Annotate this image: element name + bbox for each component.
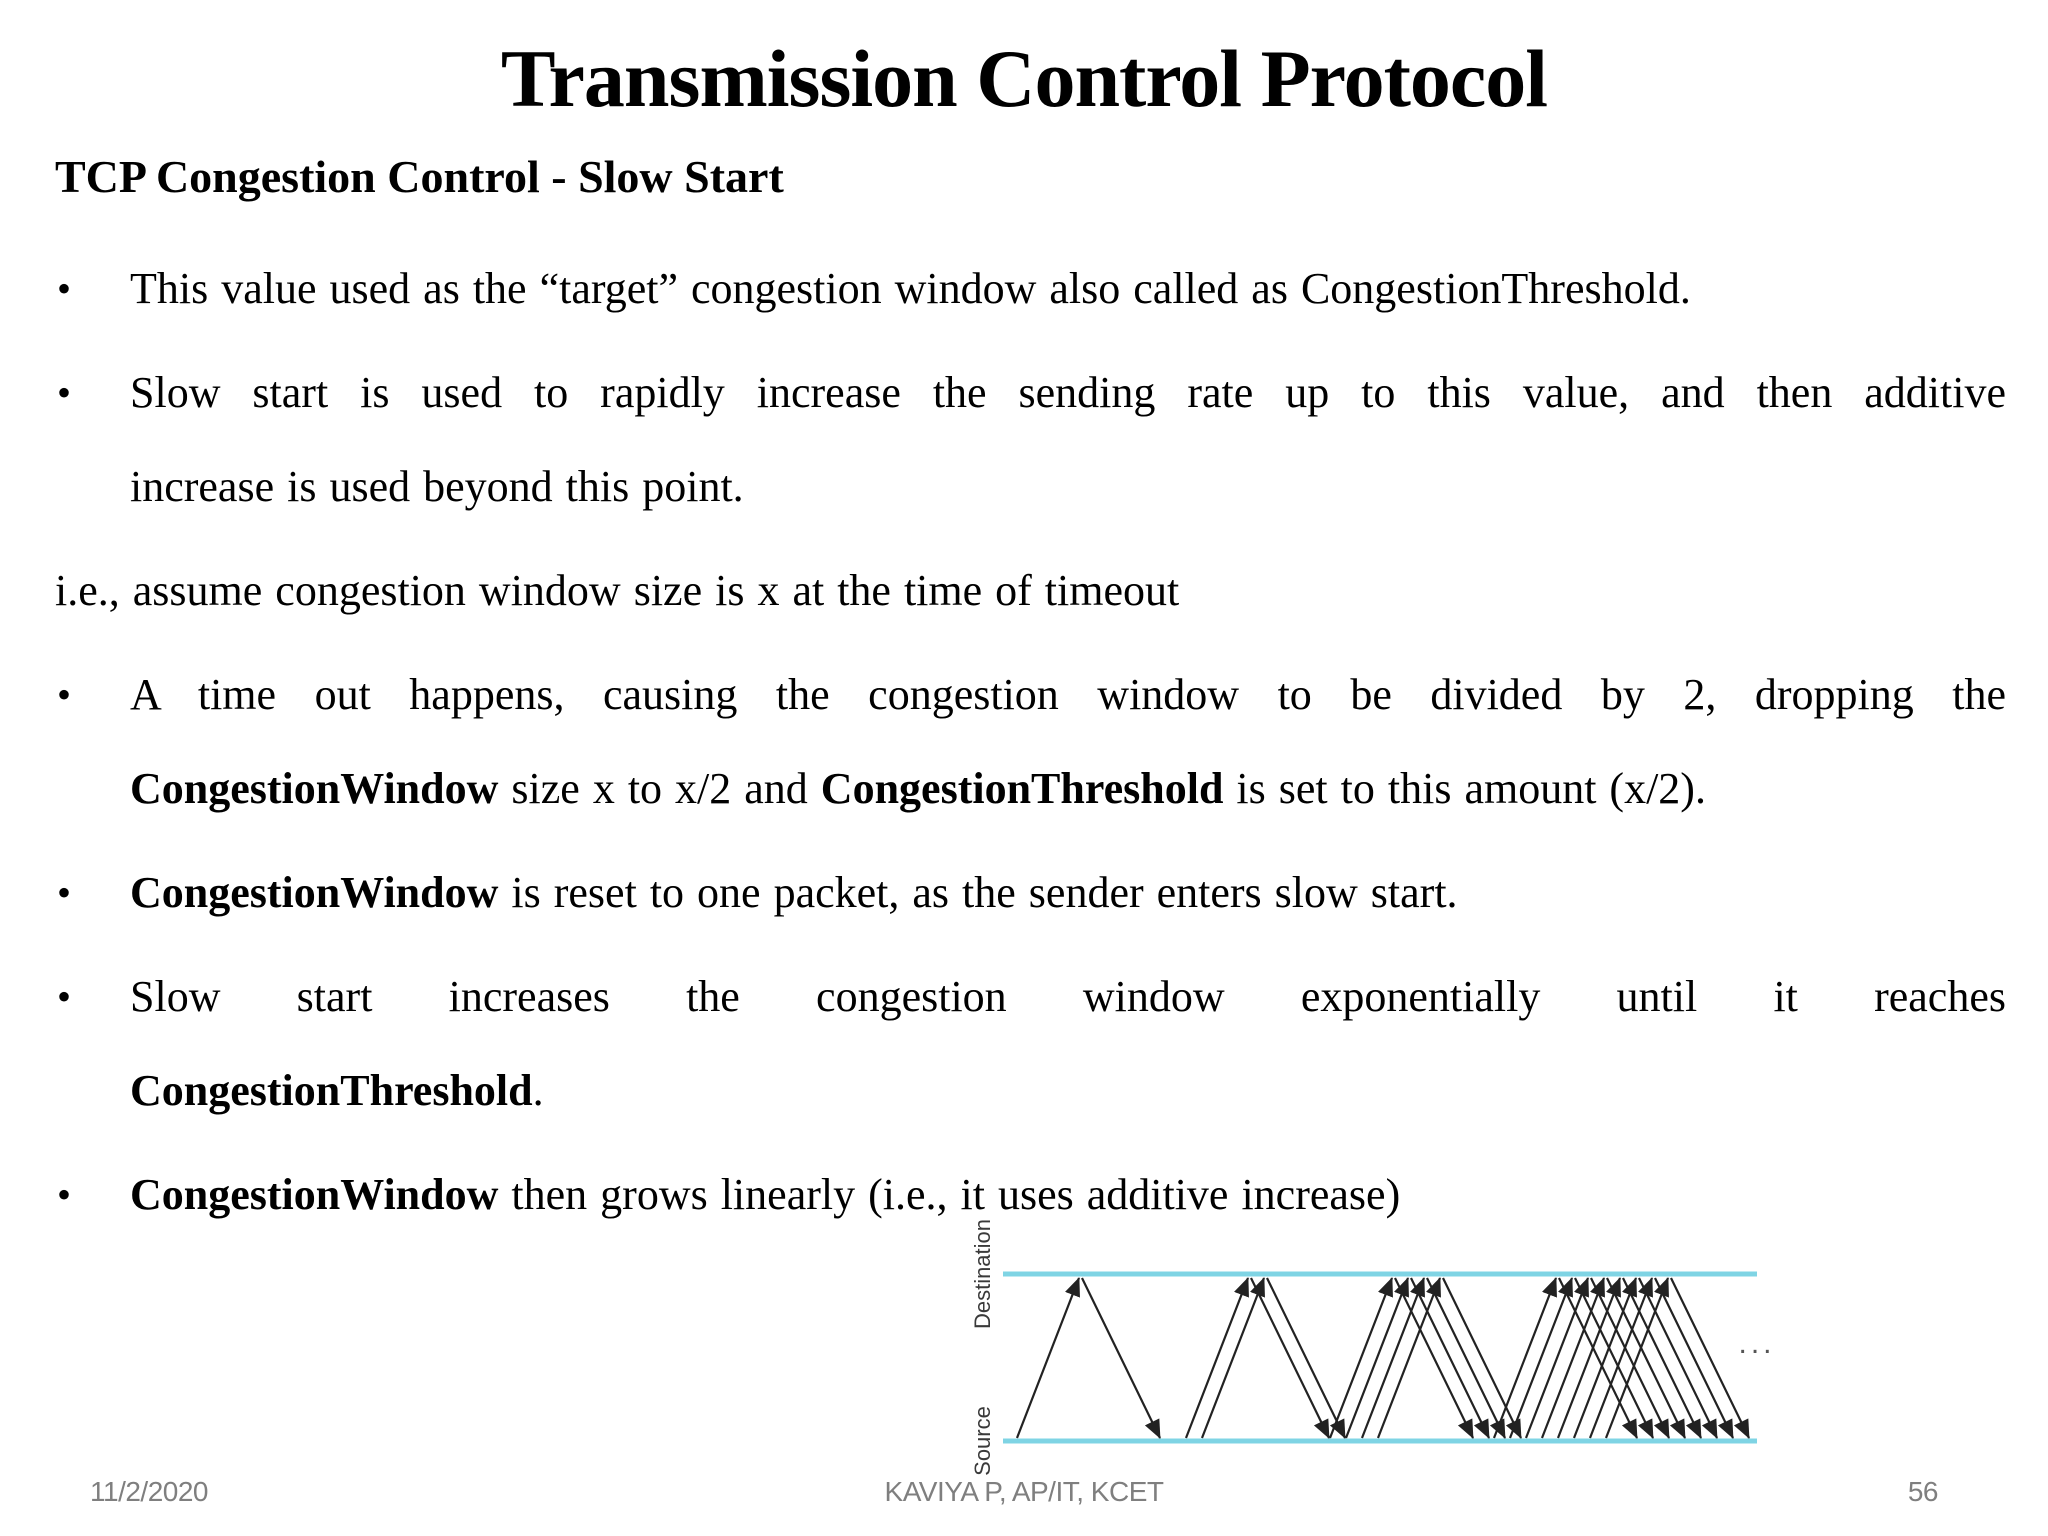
text-line: A time out happens, causing the congesti…	[130, 648, 2006, 742]
ack-arrow	[1558, 1277, 1638, 1439]
packet-arrow	[1540, 1277, 1606, 1439]
page-title: Transmission Control Protocol	[500, 33, 1548, 124]
ack-arrow	[1670, 1277, 1750, 1439]
bullet-marker: •	[57, 974, 72, 1019]
text-run: A time out happens, causing the congesti…	[130, 670, 2006, 719]
footer-page-number: 56	[1907, 1476, 1939, 1507]
ack-arrow	[1606, 1277, 1686, 1439]
packet-arrow	[1015, 1277, 1081, 1439]
text-run: Slow start is used to rapidly increase t…	[130, 368, 2006, 417]
packet-arrow	[1344, 1277, 1410, 1439]
ack-arrow	[1638, 1277, 1718, 1439]
continuation-ellipsis: ...	[1738, 1327, 1775, 1360]
text-line: CongestionWindow is reset to one packet,…	[130, 846, 2006, 940]
keyword-bold: CongestionWindow	[130, 868, 499, 917]
text-run: i.e., assume congestion window size is x…	[55, 566, 1180, 615]
source-label: Source	[970, 1406, 995, 1476]
bullet-marker: •	[57, 370, 72, 415]
text-run: .	[532, 1066, 544, 1115]
paragraph: i.e., assume congestion window size is x…	[55, 544, 2006, 638]
bullet-paragraph: • This value used as the “target” congest…	[55, 242, 2006, 336]
keyword-bold: CongestionThreshold	[820, 764, 1224, 813]
bullet-marker: •	[57, 870, 72, 915]
keyword-bold: CongestionWindow	[130, 764, 499, 813]
text-run: is reset to one packet, as the sender en…	[498, 868, 1458, 917]
packet-arrow	[1572, 1277, 1638, 1439]
text-line: CongestionThreshold.	[130, 1044, 2006, 1138]
packet-arrow	[1508, 1277, 1574, 1439]
ack-arrow	[1266, 1277, 1346, 1439]
text-run: This value used as the “target” congesti…	[130, 264, 1691, 313]
packet-arrow	[1604, 1277, 1670, 1439]
ack-arrow	[1654, 1277, 1734, 1439]
text-run: then grows linearly (i.e., it uses addit…	[498, 1170, 1401, 1219]
packet-arrow	[1588, 1277, 1654, 1439]
bullet-paragraph: • CongestionWindow is reset to one packet…	[55, 846, 2006, 940]
text-line: This value used as the “target” congesti…	[130, 242, 2006, 336]
ack-arrow	[1081, 1277, 1161, 1439]
text-line: Slow start is used to rapidly increase t…	[130, 346, 2006, 440]
ack-arrow	[1410, 1277, 1490, 1439]
text-run: Slow start increases the congestion wind…	[130, 972, 2006, 1021]
ack-arrow	[1590, 1277, 1670, 1439]
text-line: Slow start increases the congestion wind…	[130, 950, 2006, 1044]
bullet-paragraph: • Slow start increases the congestion win…	[55, 950, 2006, 1138]
packet-arrow	[1524, 1277, 1590, 1439]
text-line: i.e., assume congestion window size is x…	[55, 544, 2006, 638]
packet-arrow	[1376, 1277, 1442, 1439]
ack-arrow	[1250, 1277, 1330, 1439]
bullet-marker: •	[57, 266, 72, 311]
footer-author: KAVIYA P, AP/IT, KCET	[884, 1476, 1164, 1507]
ack-arrow	[1426, 1277, 1506, 1439]
ack-arrow	[1442, 1277, 1522, 1439]
packet-arrow	[1200, 1277, 1266, 1439]
ack-arrow	[1622, 1277, 1702, 1439]
packet-arrow	[1492, 1277, 1558, 1439]
ack-arrow	[1574, 1277, 1654, 1439]
keyword-bold: CongestionWindow	[130, 1170, 499, 1219]
footer-date: 11/2/2020	[90, 1476, 209, 1507]
bullet-paragraph: • CongestionWindow then grows linearly (i…	[55, 1148, 2006, 1242]
text-line: CongestionWindow then grows linearly (i.…	[130, 1148, 2006, 1242]
section-heading: TCP Congestion Control - Slow Start	[55, 151, 784, 202]
text-run: increase is used beyond this point.	[130, 462, 744, 511]
text-run: is set to this amount (x/2).	[1223, 764, 1706, 813]
text-run: size x to x/2 and	[498, 764, 821, 813]
packet-arrow	[1184, 1277, 1250, 1439]
packet-arrow	[1556, 1277, 1622, 1439]
packet-arrow	[1328, 1277, 1394, 1439]
bullet-marker: •	[57, 672, 72, 717]
keyword-bold: CongestionThreshold	[130, 1066, 533, 1115]
bullet-paragraph: • Slow start is used to rapidly increase …	[55, 346, 2006, 534]
bullet-list: • This value used as the “target” congest…	[55, 242, 2006, 1252]
ack-arrow	[1394, 1277, 1474, 1439]
text-line: increase is used beyond this point.	[130, 440, 2006, 534]
packet-arrow	[1360, 1277, 1426, 1439]
bullet-paragraph: • A time out happens, causing the congest…	[55, 648, 2006, 836]
text-line: CongestionWindow size x to x/2 and Conge…	[130, 742, 2006, 836]
bullet-marker: •	[57, 1172, 72, 1217]
